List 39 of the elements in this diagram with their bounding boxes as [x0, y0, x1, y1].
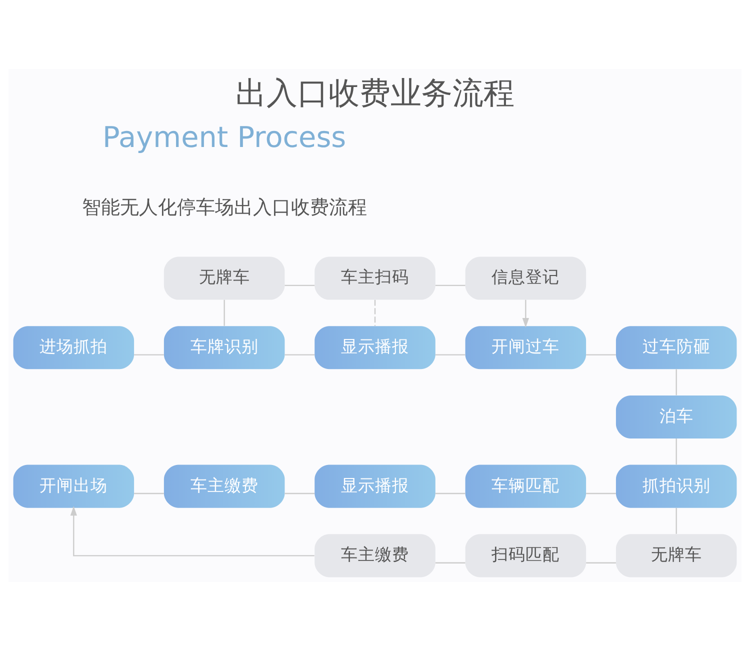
node-box: 显示播报 — [314, 464, 436, 508]
connector — [134, 354, 164, 355]
node-box: 开闸出场 — [13, 464, 134, 508]
connector — [676, 438, 677, 464]
connector — [284, 492, 315, 494]
connector — [435, 492, 466, 494]
connector — [284, 284, 315, 286]
node-box: 泊车 — [616, 394, 737, 438]
arrow — [522, 299, 530, 328]
node-box: 车牌识别 — [164, 326, 285, 369]
node-box: 开闸过车 — [465, 326, 586, 369]
connector — [586, 354, 616, 355]
connector — [586, 562, 616, 563]
node-box: 进场抓拍 — [13, 326, 134, 369]
connector — [435, 562, 466, 563]
label: 智能无人化停车场出入口收费流程 — [82, 194, 367, 218]
connector — [374, 299, 376, 326]
arrow — [70, 506, 314, 556]
connector — [676, 507, 677, 534]
diagram-title: 出入口收费业务流程 — [236, 74, 514, 111]
node-box: 扫码匹配 — [465, 534, 586, 577]
node-box: 车主扫码 — [314, 256, 436, 300]
connector — [435, 354, 466, 355]
connector — [134, 492, 164, 494]
node-box: 信息登记 — [465, 256, 586, 300]
connector — [586, 492, 616, 494]
node-box: 车主缴费 — [314, 534, 436, 577]
node-box: 无牌车 — [164, 256, 285, 300]
node-box: 抓拍识别 — [616, 464, 737, 508]
connector — [435, 284, 466, 286]
node-box: 车辆匹配 — [465, 464, 586, 508]
node-box: 无牌车 — [616, 534, 737, 577]
node-box: 过车防砸 — [616, 326, 737, 369]
connector — [284, 354, 315, 355]
label: Payment Process — [102, 119, 346, 154]
node-box: 显示播报 — [314, 326, 436, 369]
connector — [676, 368, 677, 395]
connector — [224, 299, 225, 326]
node-box: 车主缴费 — [164, 464, 285, 508]
